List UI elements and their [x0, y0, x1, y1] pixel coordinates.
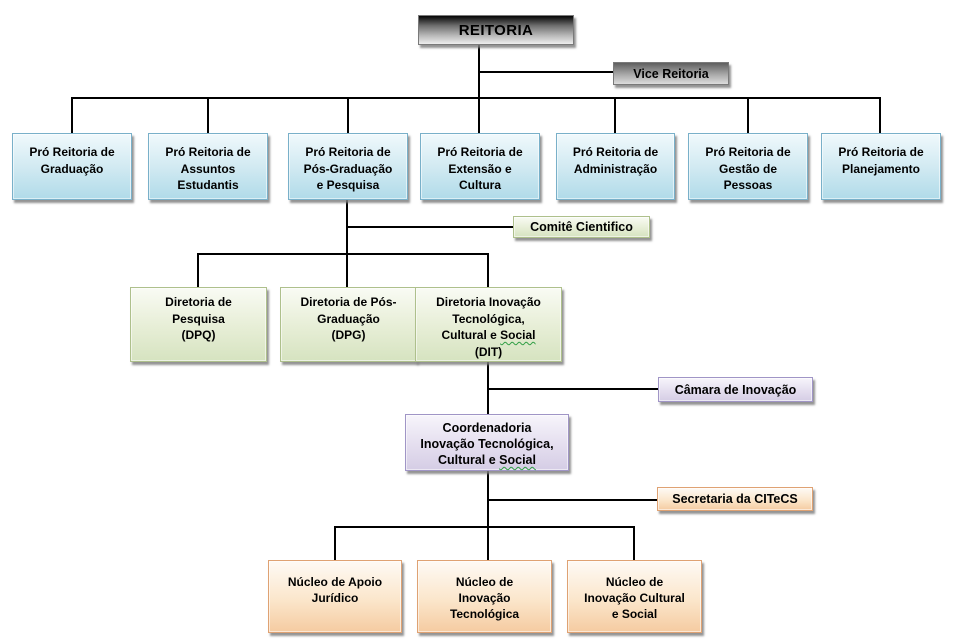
node-diretoria-inovacao-dit: Diretoria Inovação Tecnológica, Cultural…	[415, 287, 562, 362]
connector-line	[197, 253, 199, 289]
connector-line	[207, 97, 209, 135]
node-camara-inovacao: Câmara de Inovação	[658, 377, 813, 402]
node-diretoria-pesquisa-dpq: Diretoria de Pesquisa (DPQ)	[130, 287, 267, 362]
connector-line	[71, 97, 73, 135]
connector-line	[197, 253, 489, 255]
spellcheck-underline: Social	[499, 453, 536, 467]
node-comite-cientifico: Comitê Cientifico	[513, 216, 650, 238]
node-nucleo-inovacao-tecnologica: Núcleo de Inovação Tecnológica	[417, 560, 552, 633]
connector-line	[879, 97, 881, 135]
connector-line	[347, 97, 349, 135]
node-pro-reitoria-graduacao: Pró Reitoria de Graduação	[12, 133, 132, 200]
connector-line	[334, 526, 336, 562]
connector-line	[71, 97, 881, 99]
connector-line	[346, 199, 348, 289]
connector-line	[487, 470, 489, 562]
connector-line	[487, 253, 489, 289]
node-pro-reitoria-pos-graduacao-pesquisa: Pró Reitoria de Pós-Graduação e Pesquisa	[288, 133, 408, 200]
spellcheck-underline: Social	[500, 328, 536, 342]
node-nucleo-apoio-juridico: Núcleo de Apoio Jurídico	[268, 560, 402, 633]
node-pro-reitoria-planejamento: Pró Reitoria de Planejamento	[821, 133, 941, 200]
connector-line	[478, 45, 480, 135]
connector-line	[334, 526, 635, 528]
node-secretaria-citecs: Secretaria da CITeCS	[657, 487, 813, 511]
connector-line	[488, 499, 657, 501]
node-pro-reitoria-extensao-cultura: Pró Reitoria de Extensão e Cultura	[420, 133, 540, 200]
connector-line	[747, 97, 749, 135]
connector-line	[488, 388, 658, 390]
connector-line	[614, 97, 616, 135]
node-diretoria-pos-graduacao-dpg: Diretoria de Pós- Graduação (DPG)	[280, 287, 417, 362]
node-pro-reitoria-gestao-pessoas: Pró Reitoria de Gestão de Pessoas	[688, 133, 808, 200]
connector-line	[633, 526, 635, 562]
node-vice-reitoria: Vice Reitoria	[613, 62, 729, 85]
connector-line	[347, 226, 513, 228]
connector-line	[479, 71, 613, 73]
node-reitoria: REITORIA	[418, 15, 574, 45]
node-pro-reitoria-administracao: Pró Reitoria de Administração	[556, 133, 675, 200]
node-pro-reitoria-assuntos-estudantis: Pró Reitoria de Assuntos Estudantis	[148, 133, 268, 200]
node-nucleo-inovacao-cultural-social: Núcleo de Inovação Cultural e Social	[567, 560, 702, 633]
node-coordenadoria-citecs: Coordenadoria Inovação Tecnológica, Cult…	[405, 414, 569, 471]
